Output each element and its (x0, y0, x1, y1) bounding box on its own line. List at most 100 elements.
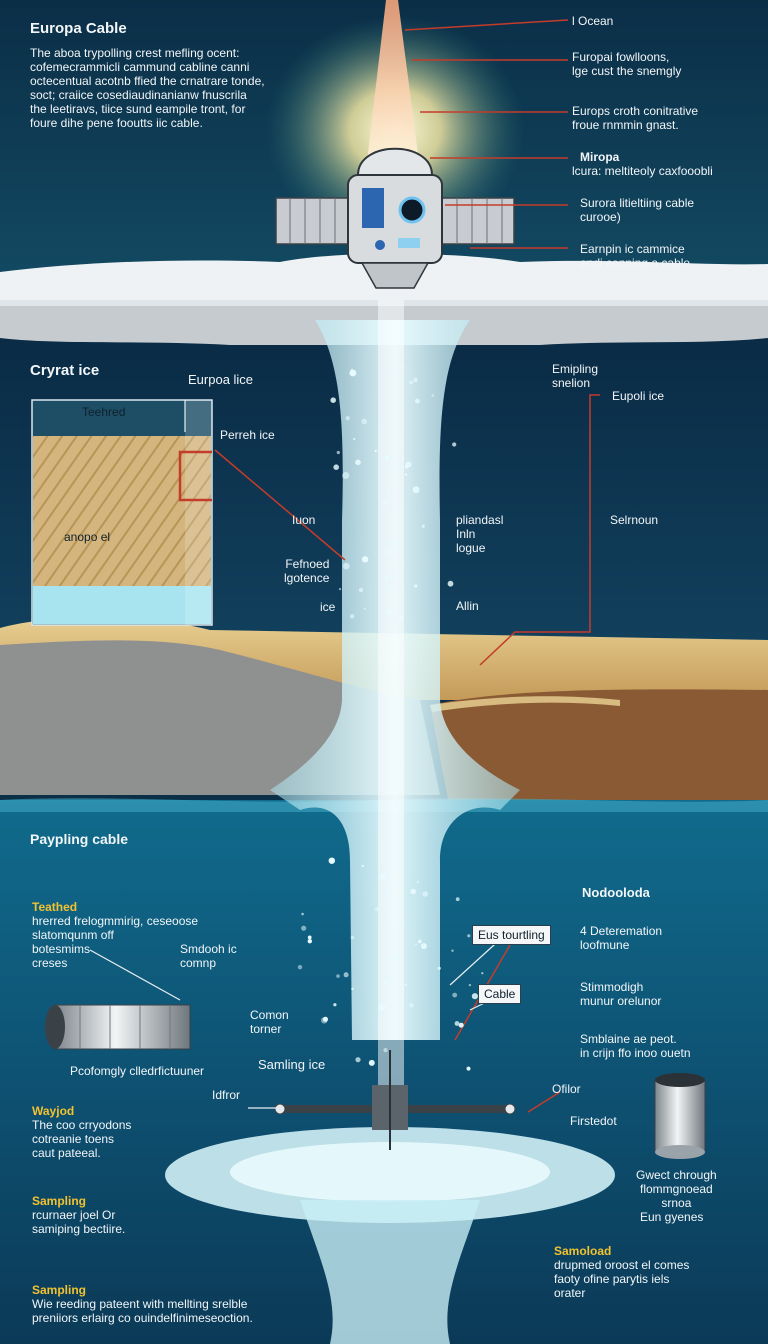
label-samoload-title: Samoload (554, 1244, 612, 1258)
label-alin: Allin (456, 599, 479, 613)
bubble (452, 442, 457, 447)
callout-europs: Europs croth conitrative froue rnmmin gn… (572, 104, 699, 132)
bubble (454, 1021, 460, 1026)
core-bracket (178, 450, 212, 502)
bubble (481, 972, 484, 975)
label-samoload-body: drupmed oroost el comes faoty ofine pary… (554, 1258, 690, 1300)
bubble (409, 380, 414, 385)
bubble (301, 925, 307, 931)
melt-pool-inner (230, 1142, 550, 1202)
bubble (361, 864, 364, 868)
bubble (338, 587, 342, 591)
label-europa-ice: Eurpoa lice (188, 372, 254, 387)
bubble (378, 1004, 386, 1011)
box-cable: Cable (478, 984, 522, 1004)
bubbles (297, 364, 485, 1071)
box-eus-tourtling: Eus tourtling (472, 925, 551, 945)
bubble (297, 965, 303, 970)
bubble (383, 1048, 388, 1053)
bubble (400, 364, 404, 369)
label-samling-ice: Samling ice (258, 1057, 326, 1072)
label-teathed-title: Teathed (32, 900, 78, 914)
bubble (467, 934, 471, 938)
bubble (350, 614, 355, 619)
label-ice: ice (320, 600, 336, 614)
bubble (380, 873, 388, 881)
bubble (409, 1003, 414, 1008)
bubble (455, 897, 460, 902)
label-stimmodigh: Stimmodigh munur orelunor (580, 980, 662, 1008)
label-wayjod-title: Wayjod (32, 1104, 75, 1118)
bubble (361, 418, 368, 425)
bubble (307, 939, 312, 944)
bubble (342, 472, 350, 479)
bubble (333, 1003, 337, 1007)
bubble (405, 461, 412, 468)
laser-beam (366, 0, 420, 170)
bubble (399, 444, 403, 448)
bubble (350, 935, 355, 940)
label-deteremation: 4 Deteremation loofmune (580, 924, 663, 952)
bubble (385, 892, 391, 897)
callout-lcura: lcura: meltiteoly caxfooobli (572, 164, 713, 178)
bubble (384, 455, 390, 461)
label-cryrat-ice: Cryrat ice (30, 362, 100, 379)
label-anopo: anopo el (64, 530, 111, 544)
bubble (422, 891, 429, 897)
bubble (392, 371, 396, 376)
label-idfror: Idfror (212, 1088, 241, 1102)
label-teehred: Teehred (82, 405, 126, 419)
bubble (374, 907, 379, 912)
label-gweot: Gwect chrough flommgnoead srnoa (636, 1168, 717, 1210)
bubble (458, 1022, 464, 1028)
label-perreh-ice: Perreh ice (220, 428, 275, 442)
bubble (343, 562, 350, 570)
bubble (386, 584, 392, 590)
bubble (330, 397, 337, 404)
label-pliandasl: pliandasl Inln logue (456, 513, 504, 555)
bubble (333, 464, 340, 471)
bubble (452, 992, 458, 998)
bubble (404, 983, 408, 987)
callout-furopai: Furopai fowlloons, lge cust the snemgly (572, 50, 682, 78)
bubble (416, 880, 419, 884)
bubble (468, 983, 472, 987)
label-eupoli-ice: Eupoli ice (612, 389, 665, 403)
label-sampling1-body: rcurnaer joel Or samiping bectiire. (32, 1208, 126, 1236)
bubble (398, 614, 404, 621)
header-description: The aboa trypolling crest mefling ocent:… (30, 46, 265, 130)
label-selrnoun: Selrnoun (610, 513, 659, 527)
probe-robot (275, 147, 515, 289)
ice-core-melt (33, 586, 211, 624)
bubble (392, 954, 399, 961)
bubble (381, 500, 388, 506)
bubble (323, 1016, 328, 1022)
label-wayjod-body: The coo crryodons cotreanie toens caut p… (32, 1118, 132, 1160)
bubble (386, 550, 391, 554)
bubble (343, 972, 349, 978)
bubble (351, 987, 354, 991)
bubble (358, 587, 364, 593)
bubble (355, 1057, 361, 1063)
callout-miropa: Miropa (580, 150, 620, 164)
label-eun-gyenes: Eun gyenes (640, 1210, 704, 1224)
bubble (301, 912, 304, 916)
bubble (353, 437, 356, 441)
bubble (400, 919, 404, 924)
bubble (368, 1059, 375, 1066)
callout-earnpin: Earnpin ic cammice andi conning a cable (580, 242, 691, 270)
bubble (413, 377, 418, 383)
bubble (431, 394, 435, 397)
label-smblaine: Smblaine ae peot. in crijn ffo inoo ouet… (580, 1032, 691, 1060)
bubble (447, 580, 454, 587)
callout-ocean: l Ocean (572, 14, 614, 28)
ice-core-sample (33, 436, 211, 586)
bubble (420, 943, 427, 950)
bubble (392, 504, 396, 508)
label-teathed-body: hrerred frelogmmirig, ceseoose slatomqun… (32, 914, 199, 970)
label-paypling-cable: Paypling cable (30, 831, 129, 847)
callout-surora: Surora litieltiing cable curooe) (580, 196, 695, 224)
bubble (412, 486, 420, 494)
label-smdooh: Smdooh ic comnp (180, 942, 237, 970)
sediment-layer-right (430, 689, 768, 810)
